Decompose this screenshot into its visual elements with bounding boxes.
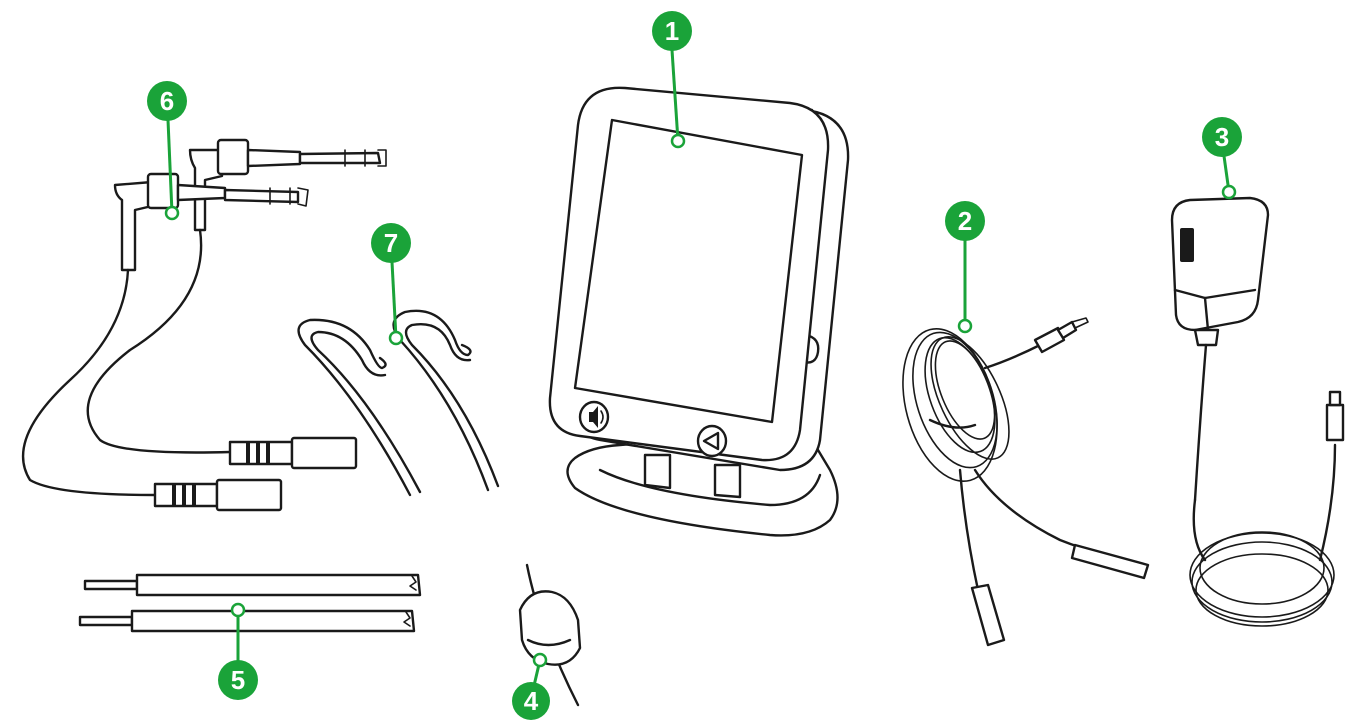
display-unit — [550, 88, 848, 536]
callout-1: 1 — [652, 11, 692, 51]
callout-6-label: 6 — [160, 86, 174, 116]
extension-cable — [887, 318, 1148, 645]
test-clip-leads — [23, 140, 386, 510]
callout-2-label: 2 — [958, 206, 972, 236]
callout-7-label: 7 — [384, 228, 398, 258]
callout-7: 7 — [371, 223, 411, 263]
callout-4: 4 — [512, 682, 550, 720]
callout-3-label: 3 — [1215, 122, 1229, 152]
callout-5: 5 — [218, 660, 258, 700]
callout-5-label: 5 — [231, 665, 245, 695]
power-adapter — [1172, 198, 1343, 626]
callout-2: 2 — [945, 201, 985, 241]
callout-3: 3 — [1202, 117, 1242, 157]
callout-1-label: 1 — [665, 16, 679, 46]
callout-6: 6 — [147, 81, 187, 121]
pry-tools — [80, 575, 420, 631]
callout-4-label: 4 — [524, 686, 539, 716]
